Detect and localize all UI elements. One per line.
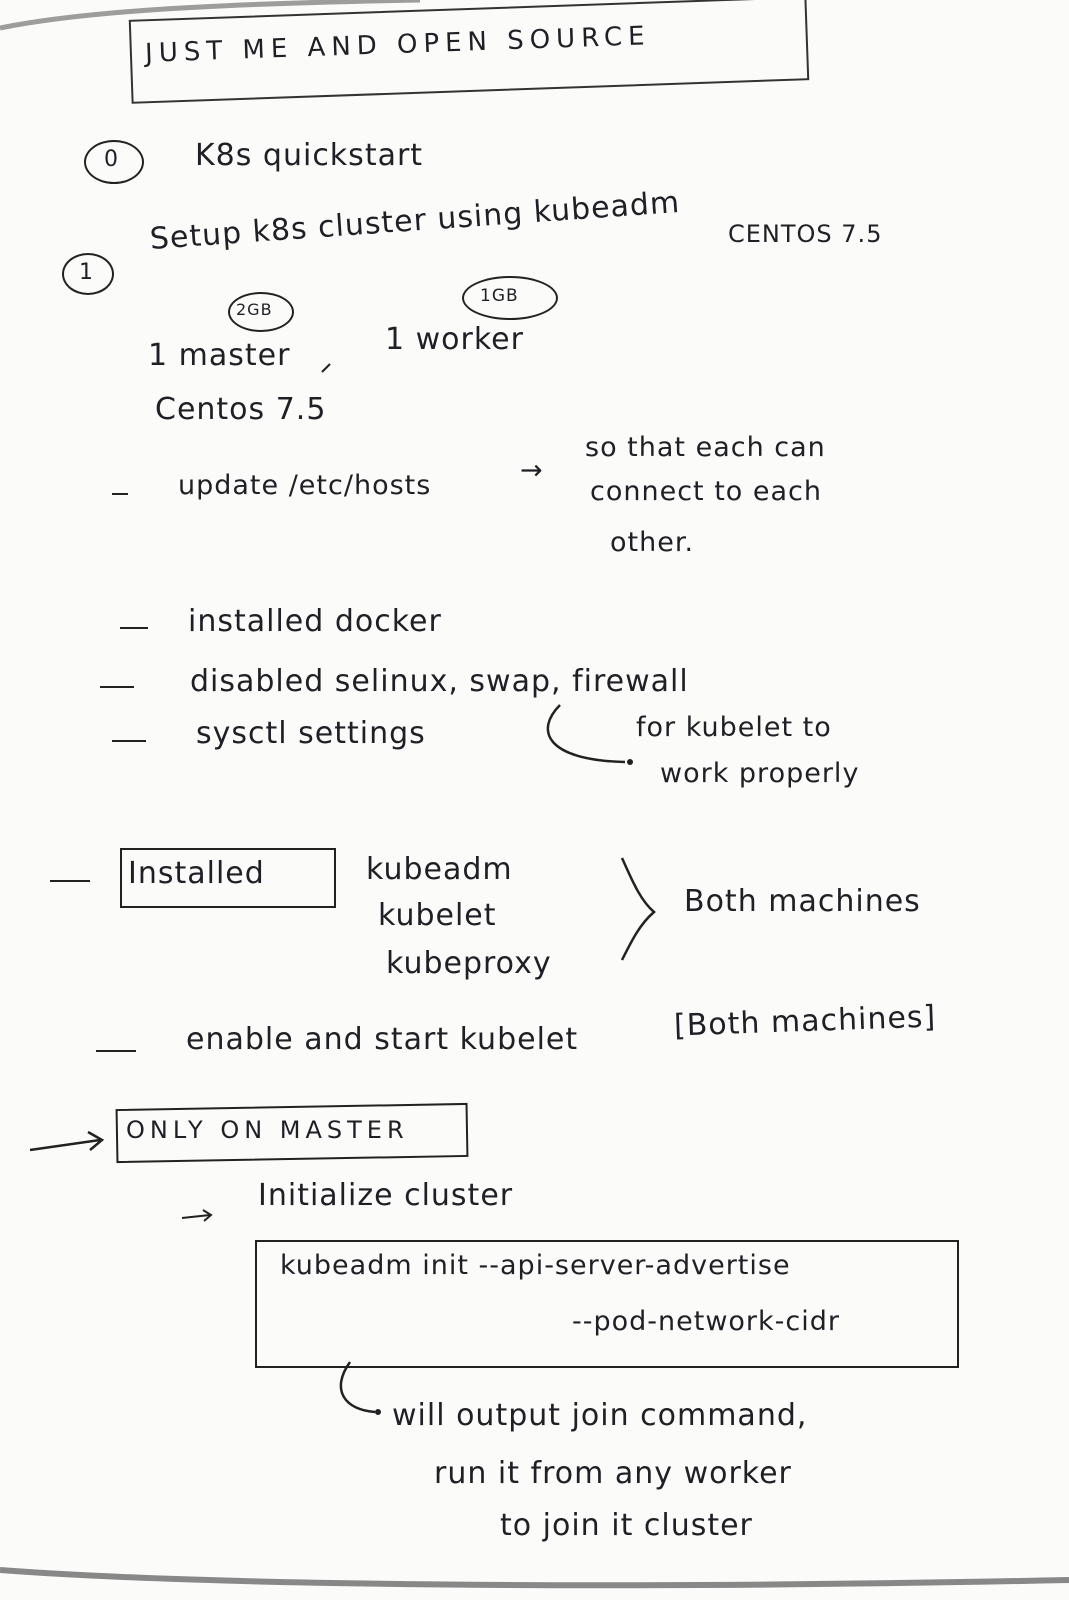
note-so-that-3: other.	[610, 527, 695, 558]
installed-box	[120, 848, 336, 908]
centos-top: CENTOS 7.5	[728, 220, 883, 248]
pkg-kubelet: kubelet	[378, 898, 497, 933]
enable-start-kubelet: enable and start kubelet	[186, 1022, 579, 1057]
output-note-2: run it from any worker	[434, 1456, 792, 1491]
output-note-3: to join it cluster	[500, 1508, 753, 1543]
mem-worker: 1GB	[480, 286, 519, 306]
kubelet-note-2: work properly	[660, 758, 860, 789]
installed-docker: installed docker	[188, 604, 442, 639]
circle-number-1	[62, 253, 114, 295]
mem-master-oval	[228, 292, 294, 332]
command-line-1: kubeadm init --api-server-advertise	[280, 1250, 791, 1281]
bullet-dash	[112, 493, 128, 495]
mem-master: 2GB	[236, 300, 273, 319]
centos-version: Centos 7.5	[155, 392, 327, 427]
circle-number-0-text: 0	[104, 147, 119, 172]
both-machines: Both machines	[684, 884, 921, 919]
only-on-master: ONLY ON MASTER	[126, 1116, 409, 1144]
bullet-dash	[120, 627, 148, 629]
output-note-1: will output join command,	[392, 1398, 808, 1433]
mem-worker-oval	[462, 276, 558, 320]
worker-count: 1 worker	[385, 322, 524, 357]
pkg-kubeadm: kubeadm	[366, 852, 513, 887]
master-count: 1 master	[148, 338, 291, 373]
bullet-dash	[96, 1050, 136, 1052]
bullet-dash	[100, 686, 134, 688]
command-box	[255, 1240, 959, 1368]
installed-label: Installed	[128, 856, 265, 891]
initialize-cluster: Initialize cluster	[258, 1178, 514, 1213]
update-hosts: update /etc/hosts	[178, 470, 432, 501]
circle-number-1-text: 1	[79, 260, 94, 285]
disabled-services: disabled selinux, swap, firewall	[190, 664, 689, 699]
arrow-text: →	[520, 455, 544, 486]
command-line-2: --pod-network-cidr	[572, 1306, 841, 1337]
circle-number-0	[84, 140, 144, 184]
note-so-that-2: connect to each	[590, 476, 823, 507]
note-so-that-1: so that each can	[585, 432, 826, 463]
k8s-quickstart: K8s quickstart	[195, 138, 424, 173]
sysctl-settings: sysctl settings	[196, 716, 426, 751]
pkg-kubeproxy: kubeproxy	[386, 946, 552, 981]
kubelet-note-1: for kubelet to	[636, 712, 832, 743]
bullet-dash	[112, 740, 146, 742]
bullet-dash	[50, 880, 90, 882]
